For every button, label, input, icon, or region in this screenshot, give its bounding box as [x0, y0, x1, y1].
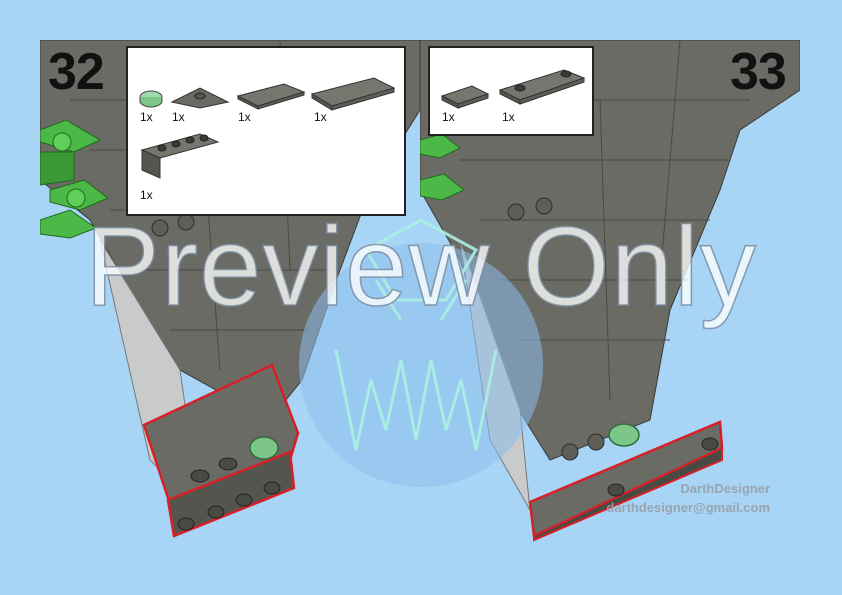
step-32-new-parts: [142, 363, 300, 538]
credit-email: darthdesigner@gmail.com: [606, 500, 770, 515]
tile-1x2-icon: [440, 85, 490, 109]
part-qty: 1x: [442, 110, 455, 124]
part-qty: 1x: [172, 110, 185, 124]
preview-watermark: Preview Only: [84, 203, 757, 330]
part-qty: 1x: [140, 188, 153, 202]
tile-1x3-icon: [236, 83, 306, 110]
part-qty: 1x: [140, 110, 153, 124]
round-plate-trans-green-icon: [139, 90, 163, 108]
green-bricks: [420, 133, 465, 201]
jumper-plate-1x4-icon: [498, 69, 586, 105]
wedge-plate-icon: [170, 87, 230, 109]
step-number-33: 33: [730, 43, 787, 101]
tile-1x4-icon: [310, 77, 396, 111]
designer-logo: [299, 218, 543, 487]
parts-list-step-33: 1x 1x: [428, 46, 594, 136]
bracket-1x4-icon: [140, 133, 220, 179]
green-bricks: [40, 119, 109, 239]
part-qty: 1x: [238, 110, 251, 124]
part-qty: 1x: [314, 110, 327, 124]
parts-list-step-32: 1x 1x 1x 1x 1x: [126, 46, 406, 216]
step-number-32: 32: [48, 43, 105, 101]
part-qty: 1x: [502, 110, 515, 124]
credit-name: DarthDesigner: [680, 481, 770, 496]
step-33-new-parts: [528, 420, 724, 542]
